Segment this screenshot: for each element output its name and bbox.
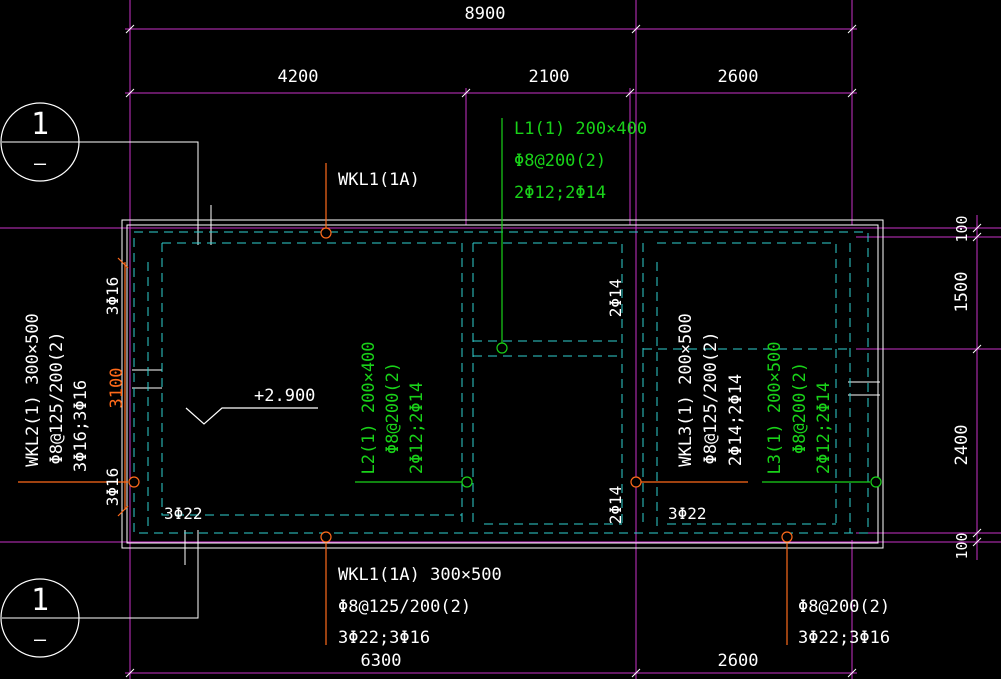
dim-top-total: 8900 [465, 4, 506, 24]
l2-bars: 2Φ12;2Φ14 [407, 382, 427, 474]
wkl1-top-marker [320, 227, 332, 239]
dim-top-seg2: 2100 [529, 67, 570, 87]
wkl1-top-label: WKL1(1A) [338, 170, 420, 190]
rebar-mid-top: 2Φ14 [606, 279, 625, 318]
left-top-tick [117, 257, 129, 269]
wkl3-name: WKL3(1) 200×500 [676, 313, 696, 467]
l2-marker [461, 476, 473, 488]
wkl3-marker [630, 476, 642, 488]
dim-right-seg4: 100 [953, 532, 971, 559]
l1-bars: 2Φ12;2Φ14 [514, 183, 606, 203]
l1-marker [496, 342, 508, 354]
wkl3-stirrup: Φ8@125/200(2) [701, 331, 721, 464]
dim-left-red: 3100 [107, 368, 127, 409]
l2-stirrup: Φ8@200(2) [383, 362, 403, 454]
l1-name: L1(1) 200×400 [514, 119, 647, 139]
rebar-left-bottom: 3Φ16 [103, 468, 122, 507]
dim-bottom-seg1: 6300 [361, 651, 402, 671]
l3-bars: 2Φ12;2Φ14 [814, 382, 834, 474]
l3-marker [870, 476, 882, 488]
section-mark-bottom: 1 — [0, 578, 80, 658]
bottom-right-marker [781, 531, 793, 543]
l3-name: L3(1) 200×500 [765, 341, 785, 474]
elevation-value: +2.900 [254, 386, 315, 406]
left-bottom-tick [117, 505, 129, 517]
dim-bottom-seg2: 2600 [718, 651, 759, 671]
wkl2-stirrup: Φ8@125/200(2) [47, 331, 67, 464]
wkl2-marker [128, 476, 140, 488]
wkl1-bottom-bars: 3Φ22;3Φ16 [338, 628, 430, 648]
wkl2-name: WKL2(1) 300×500 [23, 313, 43, 467]
rebar-mid-bottom: 2Φ14 [606, 486, 625, 525]
dim-right-seg2: 1500 [952, 272, 972, 313]
rebar-bl-corner: 3Φ22 [164, 504, 203, 523]
section-mark-top: 1 — [0, 102, 80, 182]
wkl1-bottom-stirrup: Φ8@125/200(2) [338, 597, 471, 617]
bottom-right-bars: 3Φ22;3Φ16 [798, 628, 890, 648]
dim-right-seg3: 2400 [952, 425, 972, 466]
wkl2-bars: 3Φ16;3Φ16 [71, 380, 91, 472]
dim-top-seg3: 2600 [718, 67, 759, 87]
rebar-left-top: 3Φ16 [103, 277, 122, 316]
l3-stirrup: Φ8@200(2) [790, 362, 810, 454]
dimension-ticks [125, 24, 982, 678]
wkl1-bottom-marker [320, 531, 332, 543]
beam-outline [79, 141, 884, 619]
dim-top-seg1: 4200 [278, 67, 319, 87]
wkl3-bars: 2Φ14;2Φ14 [726, 374, 746, 466]
l2-name: L2(1) 200×400 [359, 341, 379, 474]
dashed-beams [133, 231, 869, 534]
section-sub: — [34, 627, 47, 651]
section-number: 1 [31, 583, 49, 618]
l1-stirrup: Φ8@200(2) [514, 151, 606, 171]
bottom-right-stirrup: Φ8@200(2) [798, 597, 890, 617]
elevation-symbol [185, 407, 318, 425]
section-sub: — [34, 151, 47, 175]
dim-right-seg1: 100 [953, 215, 971, 242]
section-number: 1 [31, 107, 49, 142]
rebar-mid-corner: 3Φ22 [668, 504, 707, 523]
wkl1-bottom-name: WKL1(1A) 300×500 [338, 565, 502, 585]
